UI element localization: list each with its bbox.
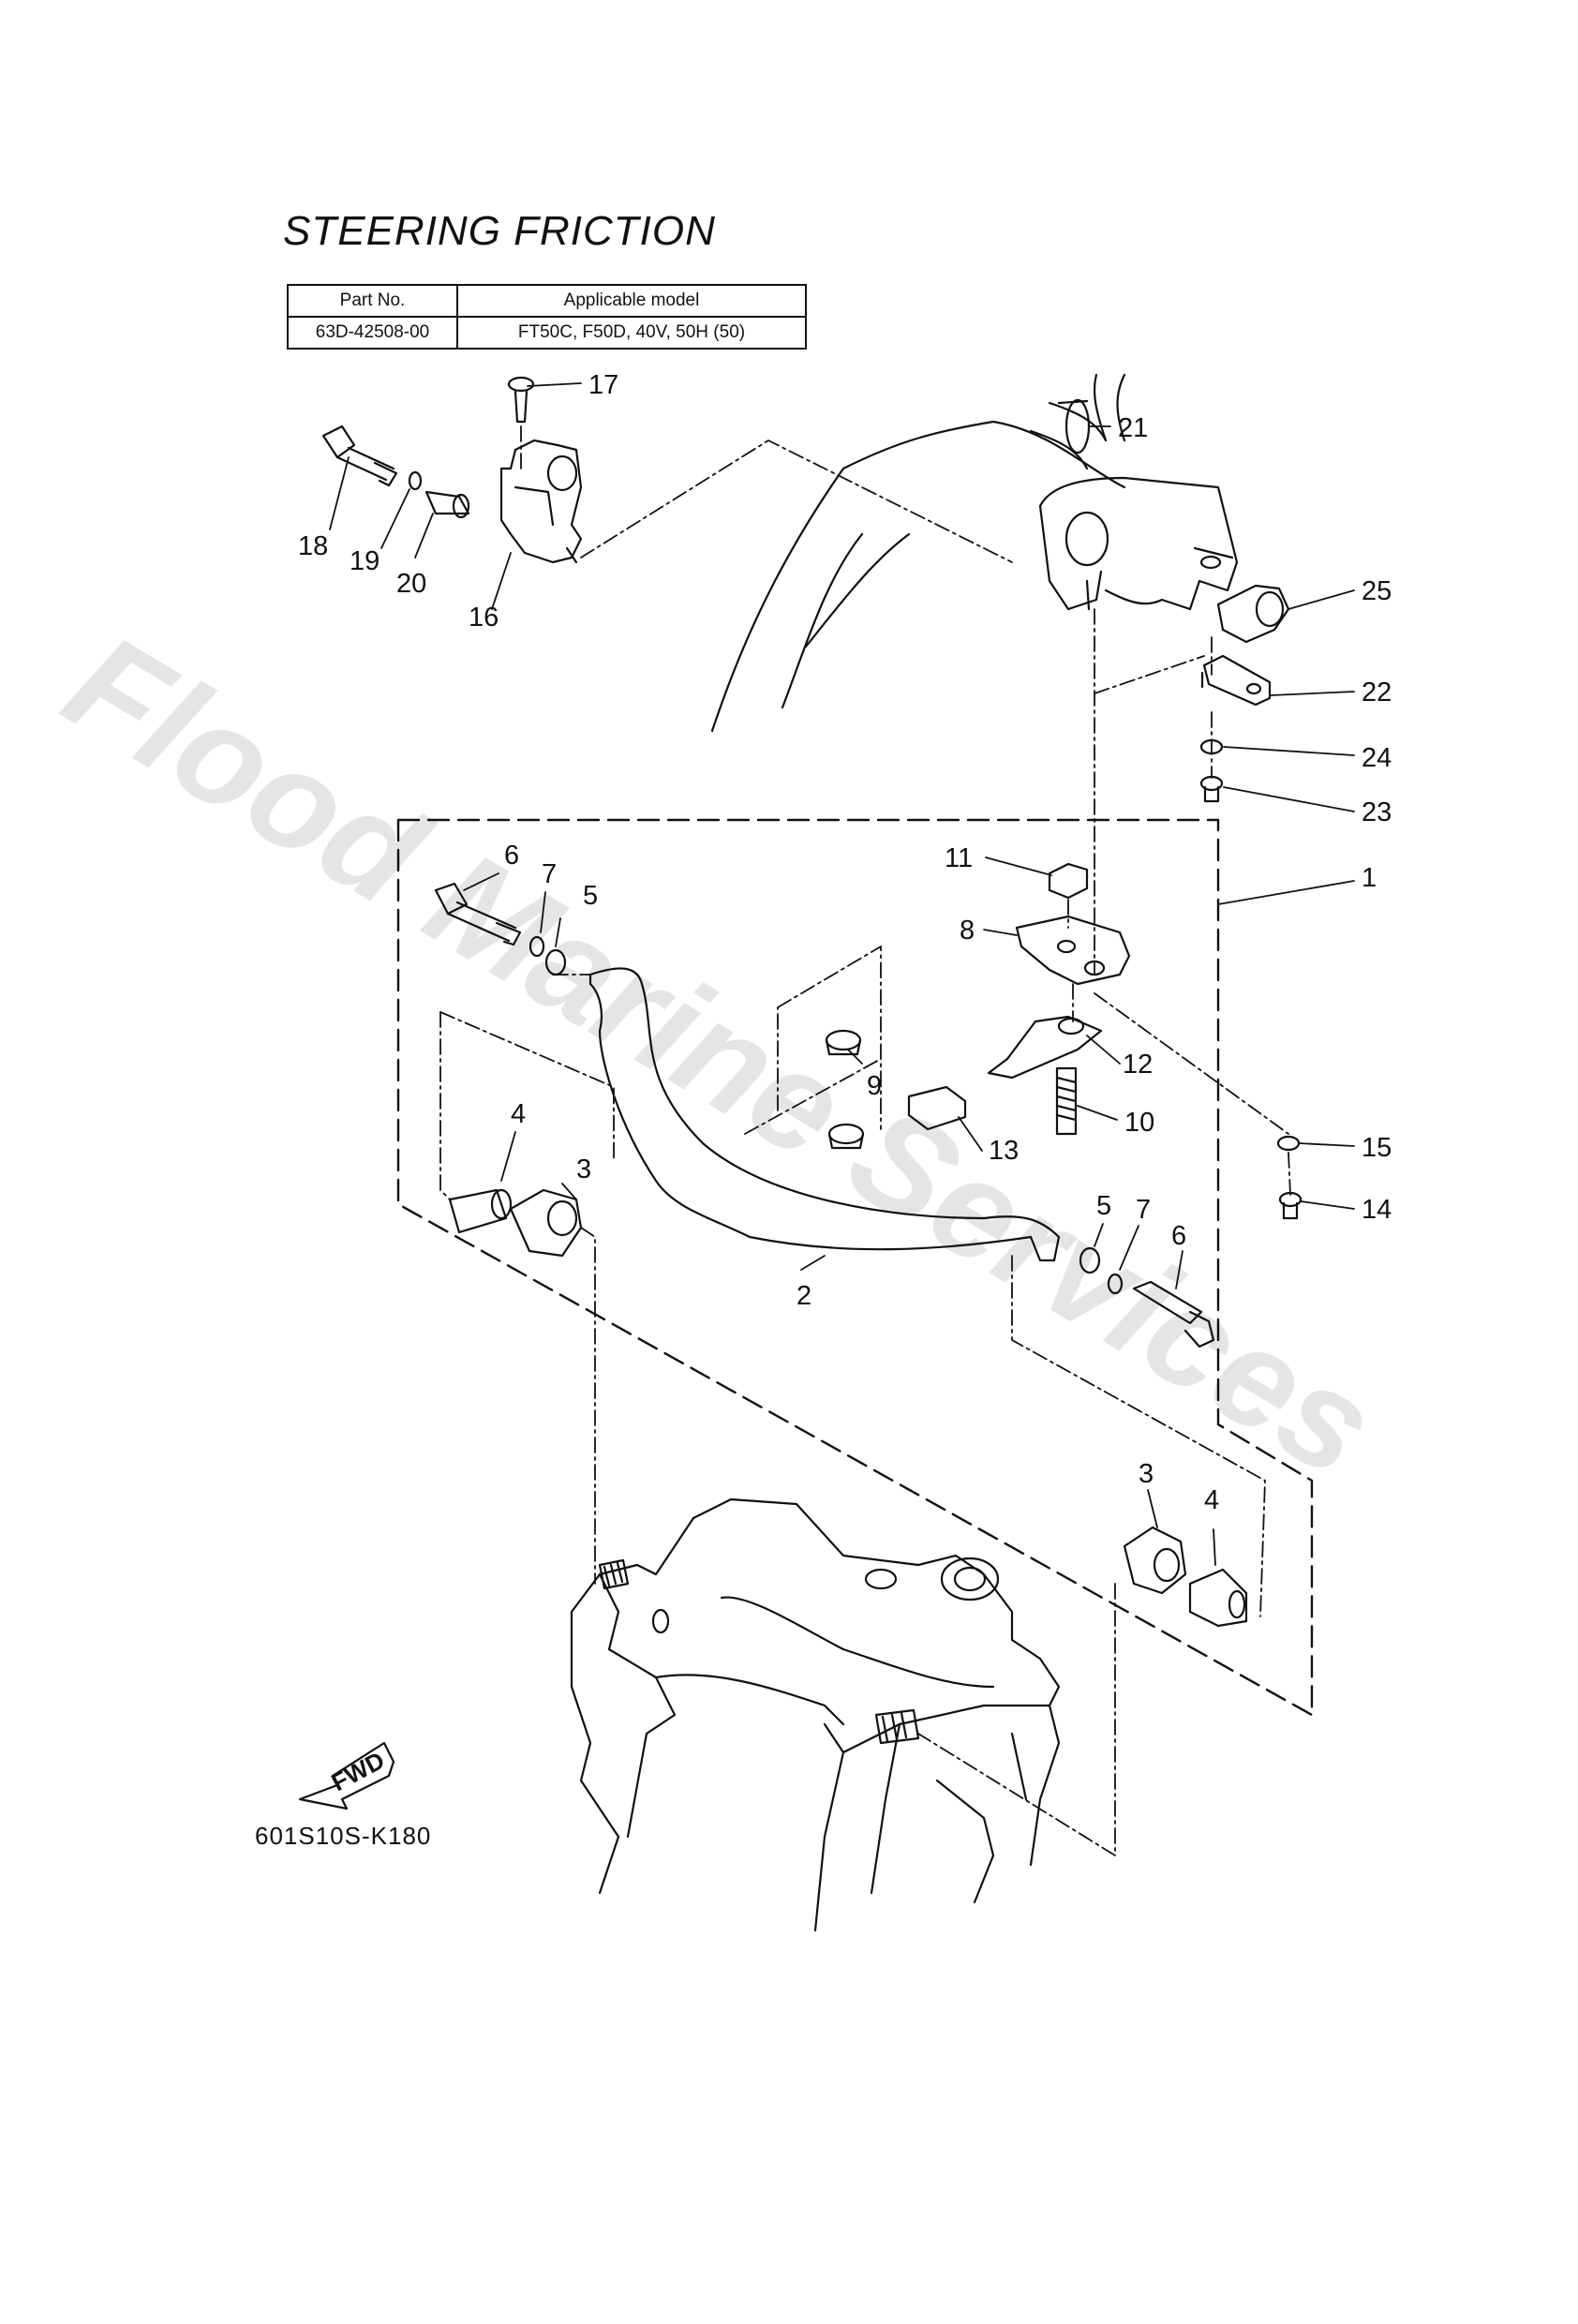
steering-bracket-upper	[710, 373, 1239, 733]
bushing-9	[825, 1029, 865, 1150]
screw-17	[507, 376, 535, 424]
applicable-model-table: Part No. Applicable model 63D-42508-00 F…	[287, 284, 807, 350]
callout-16: 16	[469, 603, 499, 633]
bolt-18	[321, 425, 398, 487]
callout-4-left: 4	[511, 1099, 526, 1129]
clamp-bracket-lower	[570, 1497, 1061, 1932]
callout-21: 21	[1118, 413, 1148, 443]
collar-4-left	[448, 1188, 513, 1234]
callout-7-left: 7	[542, 859, 557, 889]
washer-19	[408, 470, 423, 491]
bolt-23	[1199, 775, 1224, 803]
cell-part-no: 63D-42508-00	[287, 316, 458, 350]
callout-20: 20	[396, 569, 426, 599]
stud-bolt-lower-left	[598, 1558, 630, 1590]
diagram-title: STEERING FRICTION	[283, 208, 716, 254]
bolt-14	[1278, 1191, 1303, 1220]
callout-17: 17	[588, 370, 618, 400]
callout-6-left: 6	[504, 841, 519, 871]
callout-leaders	[329, 382, 1355, 1566]
callout-23: 23	[1362, 797, 1392, 827]
callout-4-right: 4	[1204, 1485, 1219, 1515]
callout-24: 24	[1362, 743, 1392, 773]
washer-5-right	[1079, 1246, 1101, 1274]
callout-15: 15	[1362, 1133, 1392, 1163]
header-part-no: Part No.	[287, 284, 458, 318]
stud-bolt-lower-right	[874, 1708, 920, 1745]
fwd-label: FWD	[327, 1746, 389, 1796]
table-row: 63D-42508-00 FT50C, F50D, 40V, 50H (50)	[287, 316, 807, 350]
nut-3-right	[1123, 1526, 1187, 1595]
callout-12: 12	[1123, 1050, 1153, 1080]
collar-4-right	[1188, 1568, 1248, 1628]
bolt-6-right	[1132, 1280, 1215, 1348]
callout-10: 10	[1124, 1108, 1154, 1138]
callout-3-right: 3	[1139, 1459, 1154, 1489]
stud-10	[1055, 1066, 1078, 1136]
fwd-arrow	[298, 1741, 395, 1810]
bolt-6-left	[434, 882, 522, 946]
washer-7-left	[528, 935, 545, 958]
callout-3-left: 3	[576, 1155, 591, 1184]
callout-labels: 1 2 3 3 4 4 5 5 6 6 7 7 8 9 10 11 12 13 …	[298, 370, 1392, 1515]
drawing-code: 601S10S-K180	[255, 1822, 432, 1850]
cell-applicable-model: FT50C, F50D, 40V, 50H (50)	[456, 316, 807, 350]
callout-19: 19	[350, 546, 380, 576]
callout-6-right: 6	[1171, 1221, 1186, 1251]
alignment-lines	[439, 425, 1291, 1856]
pad-13	[907, 1085, 967, 1131]
washer-15	[1276, 1135, 1301, 1152]
plate-22	[1200, 654, 1272, 707]
callout-18: 18	[298, 531, 328, 561]
callout-9: 9	[867, 1071, 882, 1101]
sensor-25	[1216, 584, 1290, 644]
callout-22: 22	[1362, 678, 1392, 708]
callout-14: 14	[1362, 1195, 1392, 1225]
callout-8: 8	[960, 916, 975, 946]
holder-16	[499, 439, 583, 564]
nut-11	[1048, 862, 1089, 900]
callout-5-right: 5	[1096, 1191, 1111, 1221]
nut-3-left	[509, 1188, 583, 1258]
plate-8	[1015, 915, 1131, 986]
callout-7-right: 7	[1136, 1195, 1151, 1225]
lever-12	[987, 1015, 1103, 1080]
callout-13: 13	[989, 1136, 1019, 1166]
table-header-row: Part No. Applicable model	[287, 284, 807, 318]
friction-arm-2	[588, 967, 1061, 1262]
collar-20	[424, 490, 470, 519]
callout-1: 1	[1362, 863, 1377, 893]
callout-5-left: 5	[583, 881, 598, 911]
callout-2: 2	[796, 1281, 811, 1311]
callout-25: 25	[1362, 576, 1392, 606]
header-applicable-model: Applicable model	[456, 284, 807, 318]
assembly-boundary-dashed	[396, 818, 1314, 1717]
washer-7-right	[1107, 1273, 1124, 1295]
callout-11: 11	[945, 843, 973, 873]
watermark-text: Flood Marine Services	[41, 603, 1401, 1506]
